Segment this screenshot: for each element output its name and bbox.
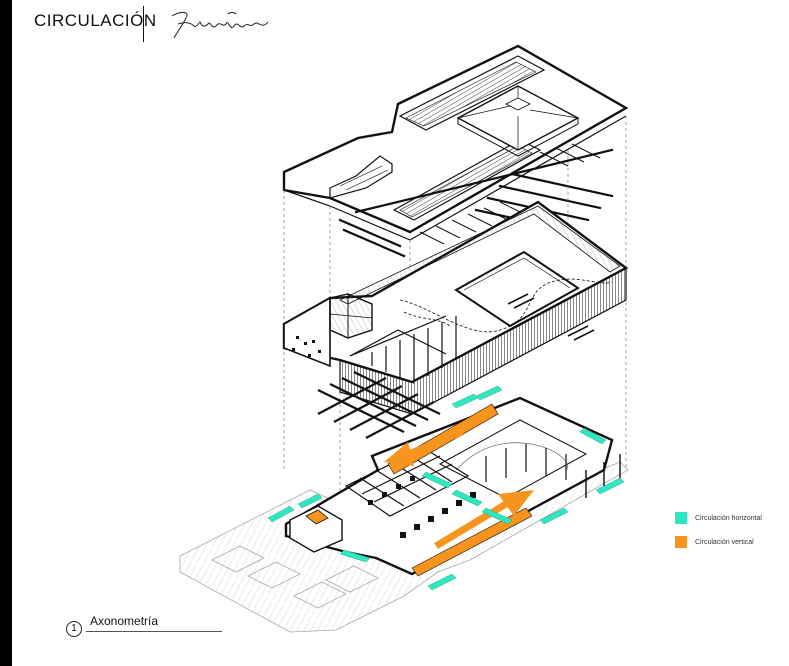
caption-underline: [86, 631, 222, 632]
vertical-circulation-ramps: [384, 403, 534, 577]
horizontal-circulation-markers: [267, 385, 625, 591]
legend-item-horizontal: Circulación horizontal: [675, 512, 762, 524]
roof-level: [282, 44, 629, 241]
signature-mark: [171, 11, 269, 39]
middle-level: [282, 200, 629, 415]
caption-title: Axonometría: [90, 614, 159, 628]
legend-label-horizontal: Circulación horizontal: [695, 514, 762, 522]
left-edge-band: [0, 0, 12, 666]
floor-grid: [317, 371, 441, 439]
legend-label-vertical: Circulación vertical: [695, 538, 754, 546]
caption-number-badge: 1: [66, 621, 82, 637]
legend-swatch-horizontal: [675, 512, 687, 524]
legend-swatch-vertical: [675, 536, 687, 548]
legend-item-vertical: Circulación vertical: [675, 536, 754, 548]
header-divider: [143, 6, 144, 42]
page-title: CIRCULACIÓN: [34, 11, 157, 30]
